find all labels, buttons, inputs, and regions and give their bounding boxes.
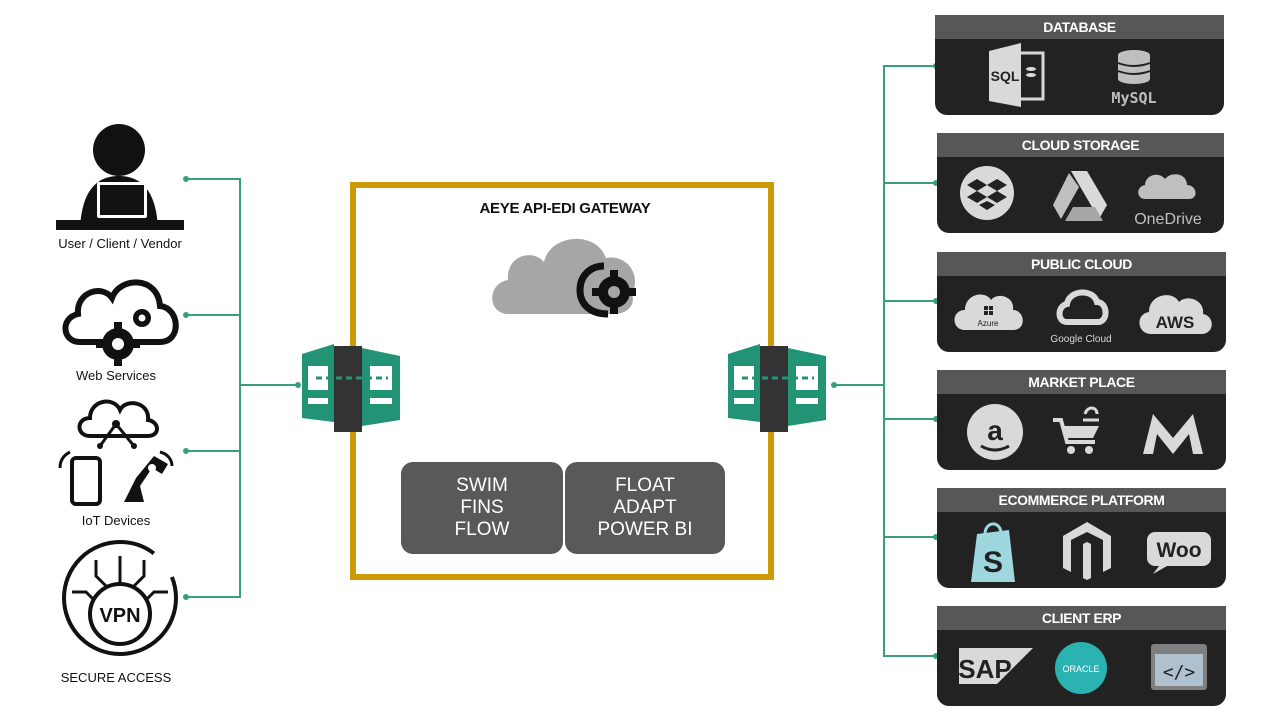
source-label: User / Client / Vendor: [58, 236, 182, 251]
cloud-gear-icon: [492, 238, 636, 318]
panel-title: CLIENT ERP: [937, 606, 1226, 630]
iot-devices-icon: [58, 399, 174, 506]
gateway-title: AEYE API-EDI GATEWAY: [479, 200, 651, 217]
mysql-icon: MySQL: [1111, 50, 1157, 107]
module-line: SWIM: [456, 475, 508, 496]
firewall-server-icon: [728, 344, 826, 432]
dropbox-icon: [960, 166, 1014, 220]
azure-icon: Azure: [954, 294, 1023, 330]
module-line: POWER BI: [597, 519, 693, 540]
code-label: </>: [1163, 662, 1196, 683]
woo-label: Woo: [1156, 539, 1201, 562]
source-label: Web Services: [76, 368, 156, 383]
panel-ecommerce-platform: ECOMMERCE PLATFORM S Woo: [937, 488, 1226, 588]
panel-title: MARKET PLACE: [937, 370, 1226, 394]
oracle-label: ORACLE: [1062, 664, 1099, 674]
source-label: SECURE ACCESS: [60, 670, 172, 685]
mysql-label: MySQL: [1111, 89, 1156, 107]
panel-market-place: MARKET PLACE a: [937, 370, 1226, 470]
oracle-icon: ORACLE: [1055, 642, 1107, 694]
amazon-label: a: [987, 415, 1003, 446]
onedrive-icon: OneDrive: [1134, 174, 1202, 228]
aws-label: AWS: [1156, 313, 1195, 332]
onedrive-label: OneDrive: [1134, 211, 1202, 228]
firewall-server-icon: [302, 344, 400, 432]
panel-cloud-storage: CLOUD STORAGE OneDrive: [937, 133, 1224, 233]
aws-icon: AWS: [1139, 295, 1212, 334]
sap-icon: SAP: [958, 648, 1033, 684]
myntra-icon: [1143, 414, 1203, 454]
sql-server-icon: SQL: [989, 43, 1045, 107]
code-window-icon: </>: [1151, 644, 1207, 690]
flipkart-icon: [1053, 406, 1099, 454]
module-line: FLOW: [454, 519, 510, 540]
panel-title: ECOMMERCE PLATFORM: [937, 488, 1226, 512]
amazon-icon: a: [967, 404, 1023, 460]
vpn-badge: VPN: [99, 605, 140, 627]
shopify-icon: S: [971, 522, 1015, 582]
sql-label: SQL: [991, 68, 1020, 84]
panel-title: CLOUD STORAGE: [937, 133, 1224, 157]
magento-icon: [1063, 522, 1111, 580]
vpn-icon: VPN: [62, 540, 178, 656]
module-box: SWIM FINS FLOW: [401, 462, 563, 554]
panel-title: PUBLIC CLOUD: [937, 252, 1226, 276]
cloud-gear-icon: [62, 279, 179, 366]
module-line: FINS: [460, 497, 504, 518]
google-cloud-label: Google Cloud: [1050, 334, 1111, 345]
module-line: ADAPT: [613, 497, 677, 518]
azure-label: Azure: [978, 319, 999, 328]
panel-title: DATABASE: [935, 15, 1224, 39]
woocommerce-icon: Woo: [1147, 532, 1211, 574]
panel-public-cloud: PUBLIC CLOUD Azure Google Cloud AWS: [937, 252, 1226, 352]
panel-client-erp: CLIENT ERP SAP ORACLE </>: [937, 606, 1226, 706]
panel-database: DATABASE SQL MySQL: [935, 15, 1224, 115]
google-cloud-icon: Google Cloud: [1050, 289, 1112, 345]
module-box: FLOAT ADAPT POWER BI: [565, 462, 725, 554]
shopify-label: S: [983, 546, 1003, 579]
module-line: FLOAT: [615, 475, 675, 496]
user-laptop-icon: [56, 124, 184, 230]
source-label: IoT Devices: [81, 513, 151, 528]
google-drive-icon: [1053, 171, 1107, 221]
sap-label: SAP: [958, 654, 1011, 684]
